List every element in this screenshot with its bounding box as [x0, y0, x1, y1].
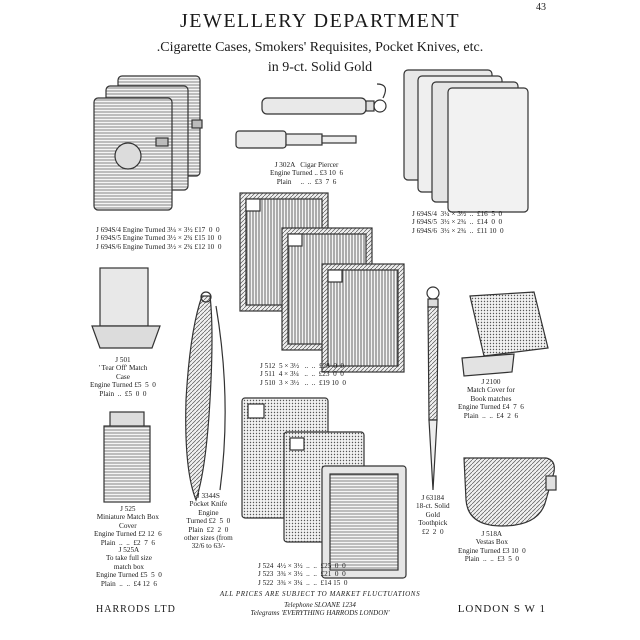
toothpick-illustration [426, 286, 440, 491]
page-subtitle-material: in 9-ct. Solid Gold [267, 60, 373, 75]
caption-striped-cases: J 512 5 × 3½ .. .. £28 0 0 J 511 4 × 3¼ … [260, 362, 346, 387]
page-number: 43 [536, 2, 546, 13]
caption-cigarette-case-left: J 694S/4 Engine Turned 3¼ × 3½ £17 0 0 J… [96, 226, 222, 251]
page-subtitle: .Cigarette Cases, Smokers' Requisites, P… [156, 40, 484, 55]
cigarette-case-right-illustration [403, 69, 529, 213]
publisher-address: LONDON S W 1 [457, 603, 546, 615]
caption-vestas-box: J 518A Vestas Box Engine Turned £3 10 0 … [458, 530, 526, 564]
caption-match-box: J 525 Miniature Match Box Cover Engine T… [94, 505, 162, 547]
page-title: JEWELLERY DEPARTMENT [179, 10, 461, 32]
caption-toothpick: J 63184 18-ct. Solid Gold Toothpick £2 2… [416, 494, 450, 536]
cigar-piercer-illustration [235, 83, 387, 149]
caption-pocket-knife: J 3344S Pocket Knife Engine Turned £2 5 … [184, 492, 233, 551]
publisher-name: HARRODS LTD [96, 604, 176, 615]
caption-match-cover: J 2100 Match Cover for Book matches Engi… [458, 378, 524, 420]
vestas-box-illustration [463, 457, 557, 527]
caption-cigarette-case-right: J 694S/4 3¼ × 3½ .. £16 5 0 J 694S/5 3½ … [412, 210, 504, 235]
striped-cases-illustration [239, 192, 405, 373]
caption-tear-off-match-case: J 501 ' Tear Off' Match Case Engine Turn… [90, 356, 156, 398]
cigarette-case-left-illustration [93, 75, 203, 211]
price-notice: ALL PRICES ARE SUBJECT TO MARKET FLUCTUA… [219, 590, 421, 598]
match-cover-illustration [461, 291, 549, 377]
caption-cigar-piercer: J 302A Cigar Piercer Engine Turned .. £3… [270, 161, 344, 186]
contact-info: Telephone SLOANE 1234 Telegrams 'EVERYTH… [0, 601, 640, 617]
caption-dotted-cases: J 524 4½ × 3½ .. .. £25 0 0 J 523 3¾ × 3… [258, 562, 348, 587]
telegrams-line: Telegrams 'EVERYTHING HARRODS LONDON' [250, 609, 390, 617]
match-box-illustration [103, 411, 151, 503]
dotted-cases-illustration [241, 397, 407, 579]
caption-match-box-full: J 525A To take full size match box Engin… [96, 546, 162, 588]
pocket-knife-illustration [185, 291, 226, 502]
tear-off-match-case-illustration [91, 267, 161, 349]
telephone-line: Telephone SLOANE 1234 [284, 601, 356, 609]
